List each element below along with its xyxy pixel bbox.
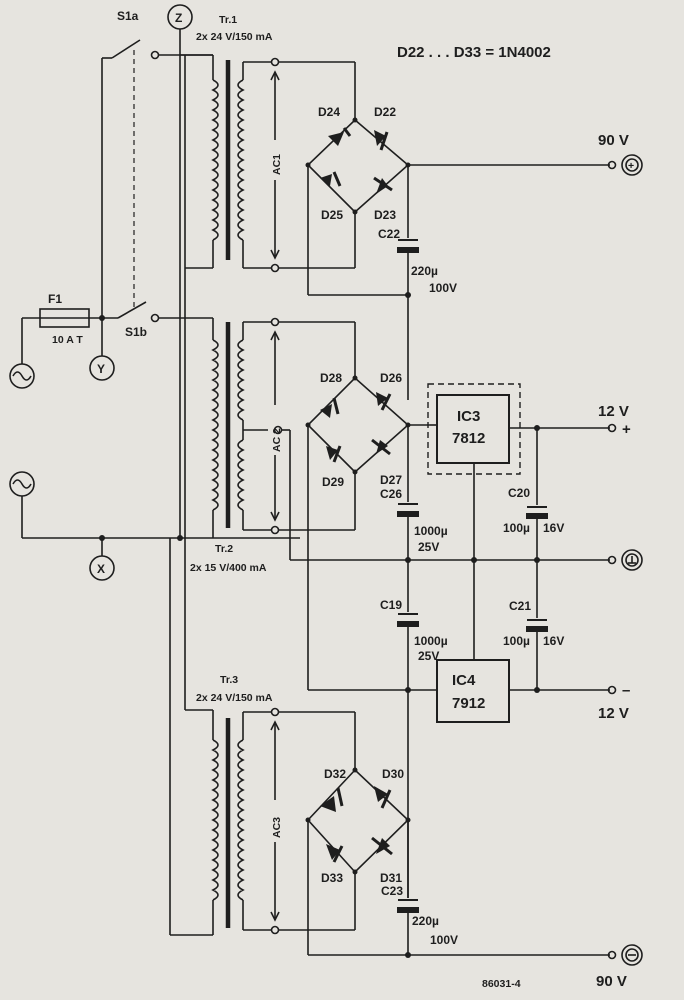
c26-name: C26 [380,487,402,501]
c22-voltage: 100V [429,281,457,295]
d24-label: D24 [318,105,340,119]
d25-label: D25 [321,208,343,222]
figure-id: 86031-4 [482,978,521,990]
capacitor-c21 [526,619,548,632]
d27-label: D27 [380,473,402,487]
out-pos90: 90 V [598,132,629,149]
capacitor-c20 [526,506,548,519]
ground-terminal-icon [621,549,643,571]
ac3-label: AC3 [271,817,283,838]
ac2-label: AC 2 [271,428,283,452]
node-y [89,355,115,381]
c26-voltage: 25V [418,540,439,554]
d22-label: D22 [374,105,396,119]
out-pos12: 12 V [598,403,629,420]
d30-label: D30 [382,767,404,781]
c20-voltage: 16V [543,521,564,535]
node-z-label: Z [175,11,182,25]
heatsink-outline [427,383,521,475]
c23-voltage: 100V [430,933,458,947]
c19-name: C19 [380,598,402,612]
ic4-name: IC4 [452,672,476,689]
ac-source-icon [9,363,35,389]
c19-value: 1000µ [414,634,448,648]
capacitor-c22 [397,239,419,253]
out-plus: + [622,421,631,438]
node-x-label: X [97,562,105,576]
tr2-rating: 2x 15 V/400 mA [190,562,267,574]
d33-label: D33 [321,871,343,885]
c23-value: 220µ [412,914,439,928]
negative-terminal-icon [621,944,643,966]
d23-label: D23 [374,208,396,222]
capacitor-c23 [397,899,419,913]
d31-label: D31 [380,871,402,885]
out-neg90: 90 V [596,973,627,990]
c21-voltage: 16V [543,634,564,648]
c22-name: C22 [378,227,400,241]
bridge-2 [305,375,430,690]
d29-label: D29 [322,475,344,489]
tr1-rating: 2x 24 V/150 mA [196,31,273,43]
tr2-name: Tr.2 [215,543,233,555]
c21-value: 100µ [503,634,530,648]
svg-text:+: + [628,160,634,172]
ic4-box [436,659,510,723]
capacitor-c19 [397,613,419,627]
node-x [89,555,115,581]
switch-s1a [111,39,141,59]
c22-value: 220µ [411,264,438,278]
c23-name: C23 [381,884,403,898]
ic3-box [436,394,510,464]
ic3-part: 7812 [452,430,485,447]
bridge-3 [305,767,411,955]
switch-s1b-label: S1b [125,325,147,339]
d32-label: D32 [324,767,346,781]
tr3-name: Tr.3 [220,674,238,686]
tr1-name: Tr.1 [219,14,237,26]
switch-s1b [117,301,147,319]
d26-label: D26 [380,371,402,385]
transformer-tr3 [211,710,272,935]
capacitor-c26 [397,503,419,517]
positive-terminal-icon: + [621,154,643,176]
fuse-rating: 10 A T [52,334,83,346]
out-minus: – [622,682,630,699]
c21-name: C21 [509,599,531,613]
diode-note: D22 . . . D33 = 1N4002 [397,44,551,61]
d28-label: D28 [320,371,342,385]
c20-name: C20 [508,486,530,500]
ac-source-icon [9,471,35,497]
node-y-label: Y [97,362,105,376]
out-neg12: 12 V [598,705,629,722]
c26-value: 1000µ [414,524,448,538]
tr3-rating: 2x 24 V/150 mA [196,692,273,704]
fuse-name: F1 [48,292,62,306]
ac1-label: AC1 [271,154,283,175]
transformer-tr2 [185,317,272,538]
bridge-1 [305,117,610,295]
ic4-part: 7912 [452,695,485,712]
switch-s1a-label: S1a [117,9,139,23]
c20-value: 100µ [503,521,530,535]
transformer-tr1 [185,54,272,269]
ic3-name: IC3 [457,408,480,425]
c19-voltage: 25V [418,649,439,663]
